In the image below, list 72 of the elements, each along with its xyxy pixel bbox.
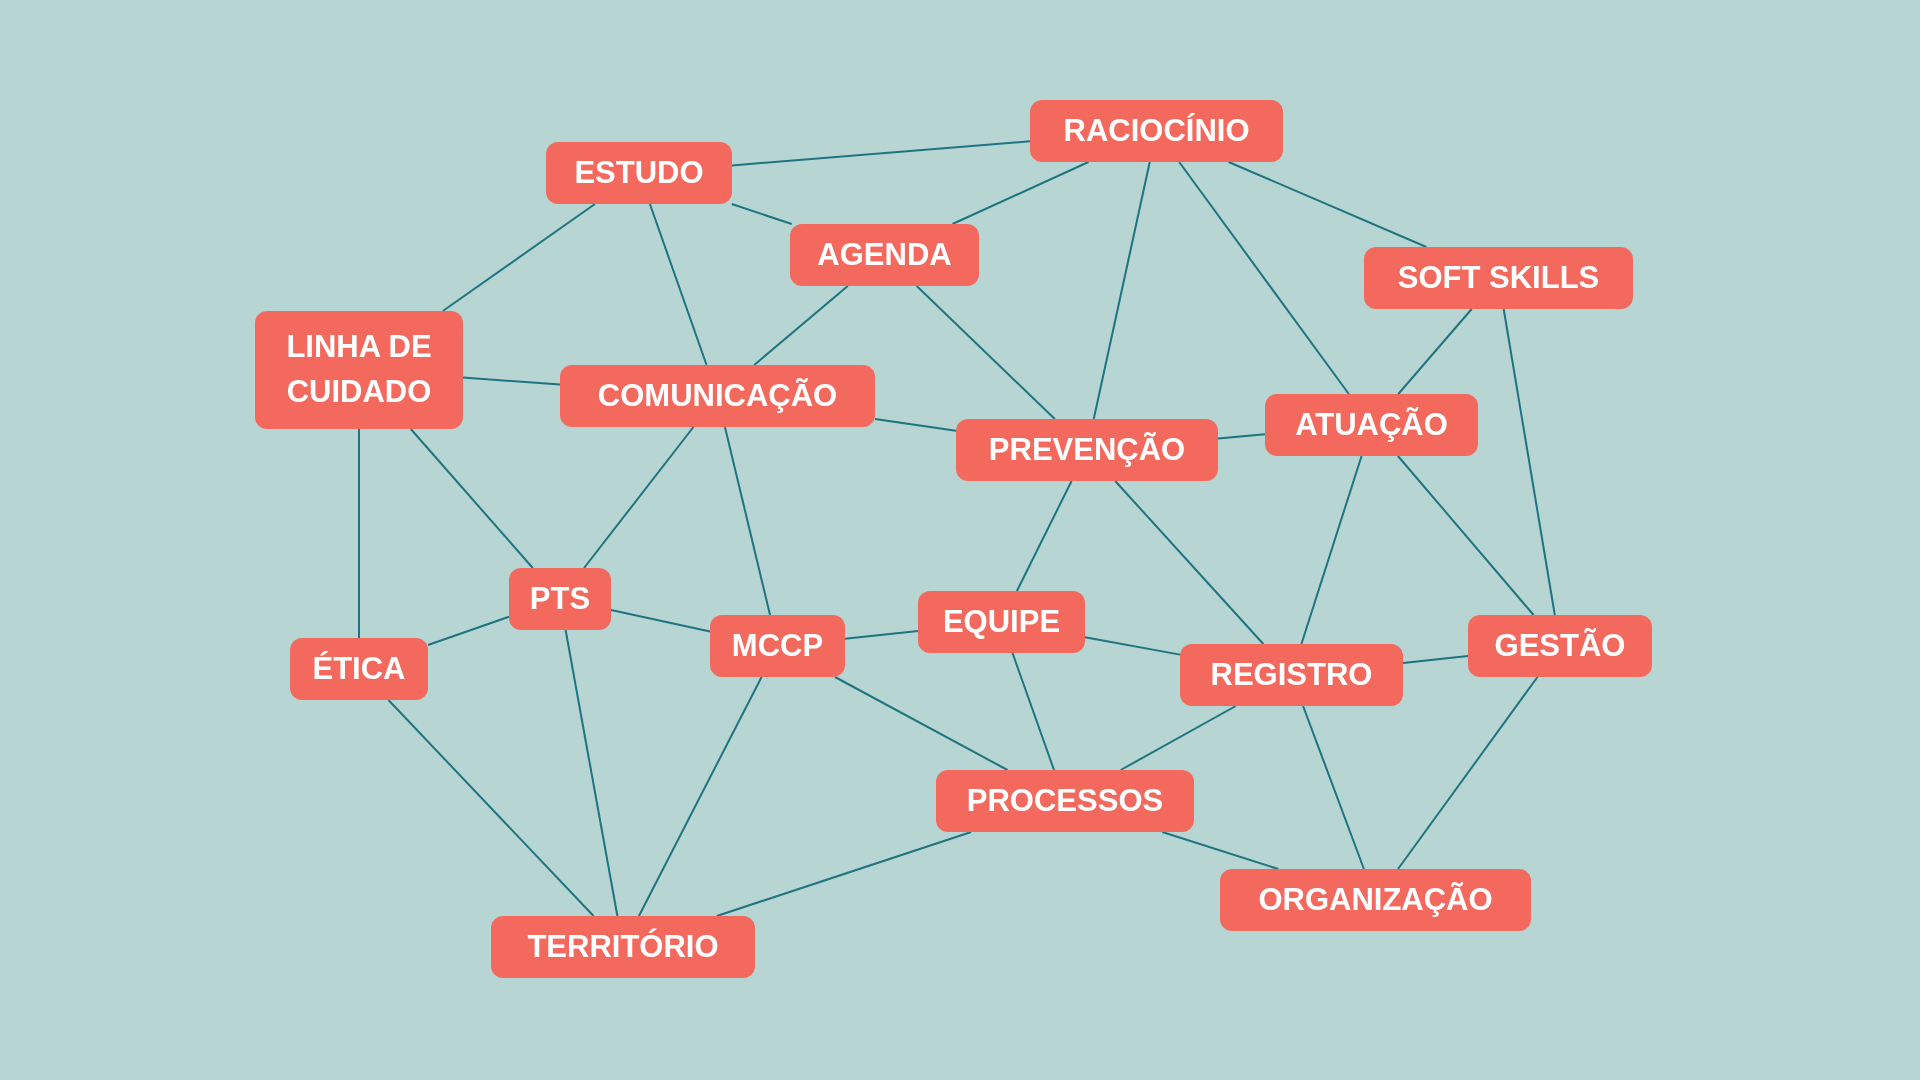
concept-label: EQUIPE xyxy=(942,602,1061,641)
connector-line xyxy=(834,676,1009,771)
connector-line xyxy=(1092,161,1151,420)
connector-line xyxy=(1119,705,1237,771)
concept-label: ATUAÇÃO xyxy=(1295,405,1448,444)
connector-line xyxy=(427,615,510,646)
concept-box xyxy=(1180,644,1403,706)
concept-box xyxy=(956,419,1218,481)
concept-box xyxy=(710,615,845,677)
connector-line xyxy=(753,285,849,366)
concept-box xyxy=(546,142,732,204)
concept-label: SOFT SKILLS xyxy=(1397,258,1600,297)
concept-label: ORGANIZAÇÃO xyxy=(1258,880,1493,919)
connector-line xyxy=(441,203,596,312)
concept-box xyxy=(790,224,979,286)
connector-line xyxy=(1084,636,1181,656)
connector-line xyxy=(844,629,919,640)
connector-line xyxy=(1011,652,1055,771)
concept-label: RACIOCÍNIO xyxy=(1063,111,1250,150)
connector-line xyxy=(1402,654,1469,664)
connector-line xyxy=(358,428,360,639)
concept-label: ÉTICA xyxy=(312,649,406,688)
connector-line xyxy=(1114,480,1265,645)
connector-line xyxy=(715,831,973,917)
concept-label: PTS xyxy=(529,579,591,618)
connector-line xyxy=(1397,676,1539,870)
connector-line xyxy=(1161,831,1280,870)
connector-line xyxy=(1502,308,1556,616)
concept-label: TERRITÓRIO xyxy=(527,927,719,966)
connector-line xyxy=(1217,433,1266,440)
connector-line xyxy=(730,203,793,225)
concept-label: REGISTRO xyxy=(1210,655,1373,694)
connector-line xyxy=(564,629,619,917)
concept-box xyxy=(1265,394,1478,456)
connector-line xyxy=(915,285,1056,420)
concept-box xyxy=(936,770,1194,832)
connector-line xyxy=(387,699,595,917)
connector-line xyxy=(951,161,1090,225)
connector-line xyxy=(648,203,708,366)
concept-label: AGENDA xyxy=(817,235,952,274)
connector-line xyxy=(874,418,957,432)
concept-box xyxy=(255,311,463,429)
concept-label: PROCESSOS xyxy=(966,781,1164,820)
concept-box xyxy=(560,365,875,427)
concept-box xyxy=(491,916,755,978)
connector-line xyxy=(1227,161,1428,248)
connector-line xyxy=(1178,161,1350,395)
connector-line xyxy=(610,609,711,633)
concept-box xyxy=(509,568,611,630)
concept-label: LINHA DE CUIDADO xyxy=(285,328,433,411)
concept-label: COMUNICAÇÃO xyxy=(597,376,838,415)
connector-line xyxy=(462,376,561,386)
connector-line xyxy=(1397,308,1473,395)
connector-line xyxy=(723,426,772,616)
connector-line xyxy=(1015,480,1073,592)
concept-box xyxy=(1468,615,1652,677)
concept-box xyxy=(918,591,1085,653)
concept-box xyxy=(1364,247,1633,309)
connector-line xyxy=(1396,455,1535,616)
connector-line xyxy=(637,676,763,917)
concept-box xyxy=(1030,100,1283,162)
connector-line xyxy=(409,428,534,569)
concept-label: ESTUDO xyxy=(574,153,704,192)
concept-label: PREVENÇÃO xyxy=(988,430,1186,469)
connector-line xyxy=(1302,705,1365,870)
concept-box xyxy=(1220,869,1531,931)
connector-line xyxy=(1300,455,1363,645)
connector-line xyxy=(731,140,1031,167)
concept-box xyxy=(290,638,428,700)
connector-line xyxy=(583,426,695,569)
concept-label: MCCP xyxy=(731,626,824,665)
concept-label: GESTÃO xyxy=(1494,626,1626,665)
